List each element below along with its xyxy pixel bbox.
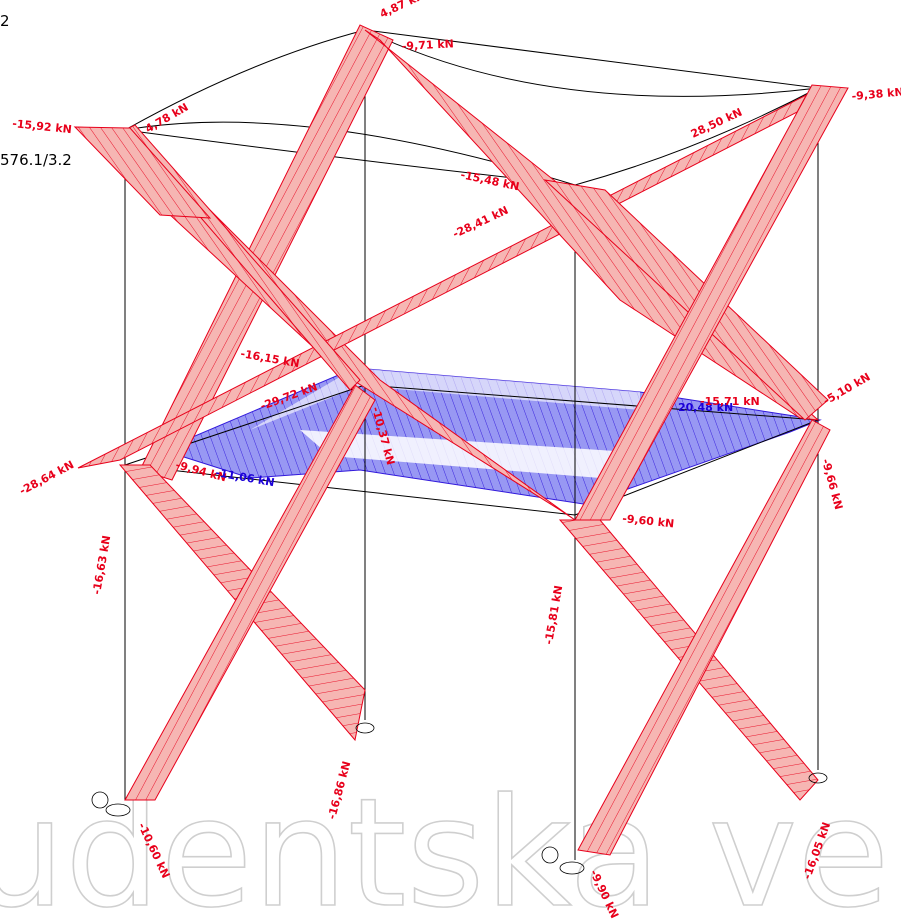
support-icon <box>105 803 131 817</box>
force-label: -28,41 kN <box>451 204 511 241</box>
force-label: -16,15 kN <box>239 347 300 370</box>
force-label: -15,71 kN <box>700 395 760 408</box>
force-label: -15,81 kN <box>542 584 565 645</box>
force-label: -9,71 kN <box>401 37 454 53</box>
support-icon <box>559 861 585 875</box>
info-line: 2 <box>0 12 10 30</box>
force-label: 20,48 kN <box>678 401 733 414</box>
force-label: -9,38 kN <box>851 86 901 103</box>
diagonal-force-diagrams <box>73 24 849 856</box>
support-icon <box>541 846 559 864</box>
force-label: -15,92 kN <box>12 117 73 136</box>
force-label: 4,87 kN <box>378 0 427 21</box>
force-label: -5,10 kN <box>821 370 873 407</box>
force-label: 4,78 kN <box>143 101 191 136</box>
force-label: -9,60 kN <box>622 512 675 530</box>
support-icon <box>91 791 109 809</box>
force-label: -28,64 kN <box>17 458 76 498</box>
info-line: 576.1/3.2 <box>0 151 72 169</box>
support-icon <box>355 722 375 734</box>
force-label: -9,66 kN <box>819 457 845 511</box>
force-label: -16,63 kN <box>90 534 113 595</box>
support-icon <box>808 772 828 784</box>
supports <box>91 722 828 875</box>
